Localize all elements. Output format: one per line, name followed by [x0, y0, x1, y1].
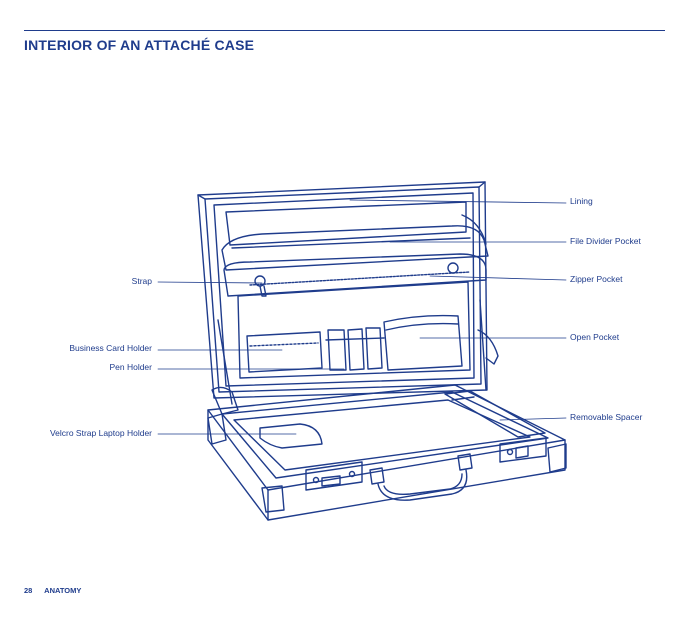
label-business-card-holder: Business Card Holder — [69, 343, 152, 353]
lining-panel — [225, 201, 467, 246]
pen-holder-loops — [325, 327, 385, 371]
leader-strap — [157, 281, 263, 284]
label-file-divider-pocket: File Divider Pocket — [570, 236, 641, 246]
leader-lining — [349, 199, 567, 204]
page-footer: 28 ANATOMY — [24, 586, 91, 595]
base-tray — [207, 384, 566, 521]
page-title: INTERIOR OF AN ATTACHÉ CASE — [24, 37, 255, 53]
label-pen-holder: Pen Holder — [109, 362, 152, 372]
section-name: ANATOMY — [44, 586, 82, 595]
page-number: 28 — [24, 586, 33, 595]
label-lining: Lining — [570, 196, 593, 206]
lid-frame — [197, 181, 488, 399]
label-zipper-pocket: Zipper Pocket — [570, 274, 623, 284]
leader-lines — [157, 199, 567, 435]
label-strap: Strap — [131, 276, 152, 286]
removable-spacer-panel — [444, 390, 546, 438]
velcro-strap — [259, 423, 323, 449]
leader-zipper-pocket — [429, 275, 567, 281]
label-removable-spacer: Removable Spacer — [570, 412, 643, 422]
zipper-pocket — [223, 253, 487, 297]
label-open-pocket: Open Pocket — [570, 332, 620, 342]
inner-back-panel — [237, 281, 471, 379]
file-divider-pocket — [221, 214, 489, 271]
corner-guards — [207, 413, 567, 513]
header-rule — [24, 30, 665, 31]
leader-removable-spacer — [499, 417, 567, 421]
open-pocket — [383, 314, 463, 371]
locks-and-handle — [305, 437, 547, 501]
business-card-holder-pocket — [246, 331, 323, 373]
label-velcro-strap-laptop-holder: Velcro Strap Laptop Holder — [49, 428, 152, 438]
